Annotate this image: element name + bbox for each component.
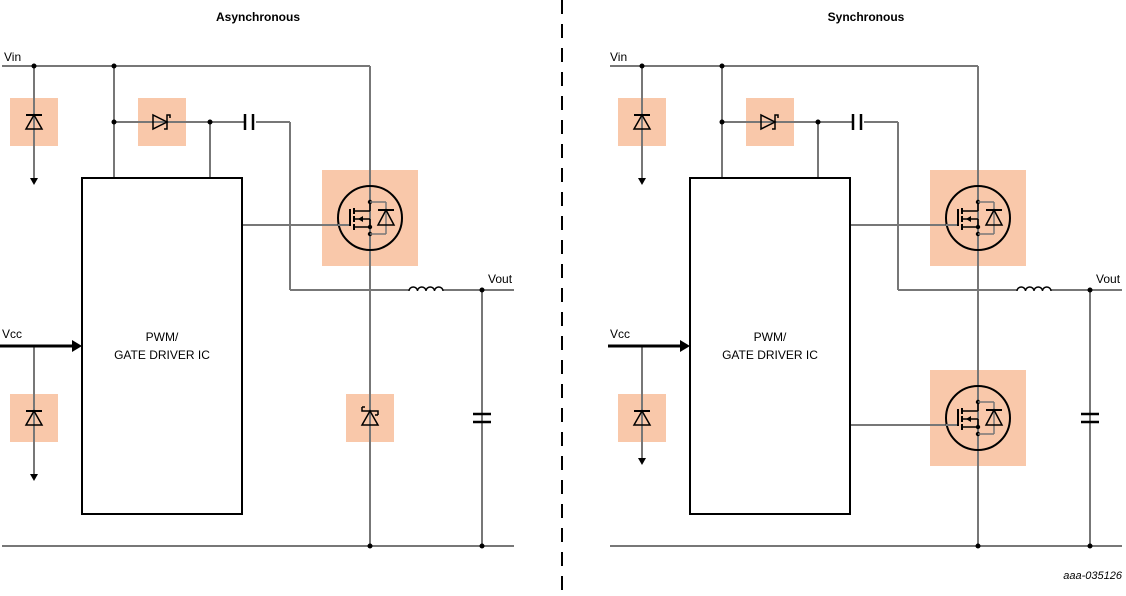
inductor-icon [1016, 286, 1052, 292]
vout-label: Vout [488, 272, 513, 286]
asynchronous-circuit: Asynchronous PWM/ [0, 10, 514, 549]
title-asynchronous: Asynchronous [216, 10, 300, 24]
vout-label: Vout [1096, 272, 1121, 286]
inductor-icon [408, 286, 444, 292]
ic-label-line1: PWM/ [754, 330, 787, 344]
vin-label: Vin [610, 50, 627, 64]
vin-label: Vin [4, 50, 21, 64]
pwm-gate-driver-ic [689, 177, 851, 515]
ic-label-line2: GATE DRIVER IC [114, 348, 210, 362]
title-synchronous: Synchronous [828, 10, 905, 24]
pwm-gate-driver-ic [81, 177, 243, 515]
figure-code: aaa-035126 [1063, 570, 1123, 582]
synchronous-circuit: Synchronous PWM/ GATE DRIVER IC [608, 10, 1122, 549]
vcc-label: Vcc [610, 327, 630, 341]
ic-label-line2: GATE DRIVER IC [722, 348, 818, 362]
vcc-label: Vcc [2, 327, 22, 341]
ic-label-line1: PWM/ [146, 330, 179, 344]
